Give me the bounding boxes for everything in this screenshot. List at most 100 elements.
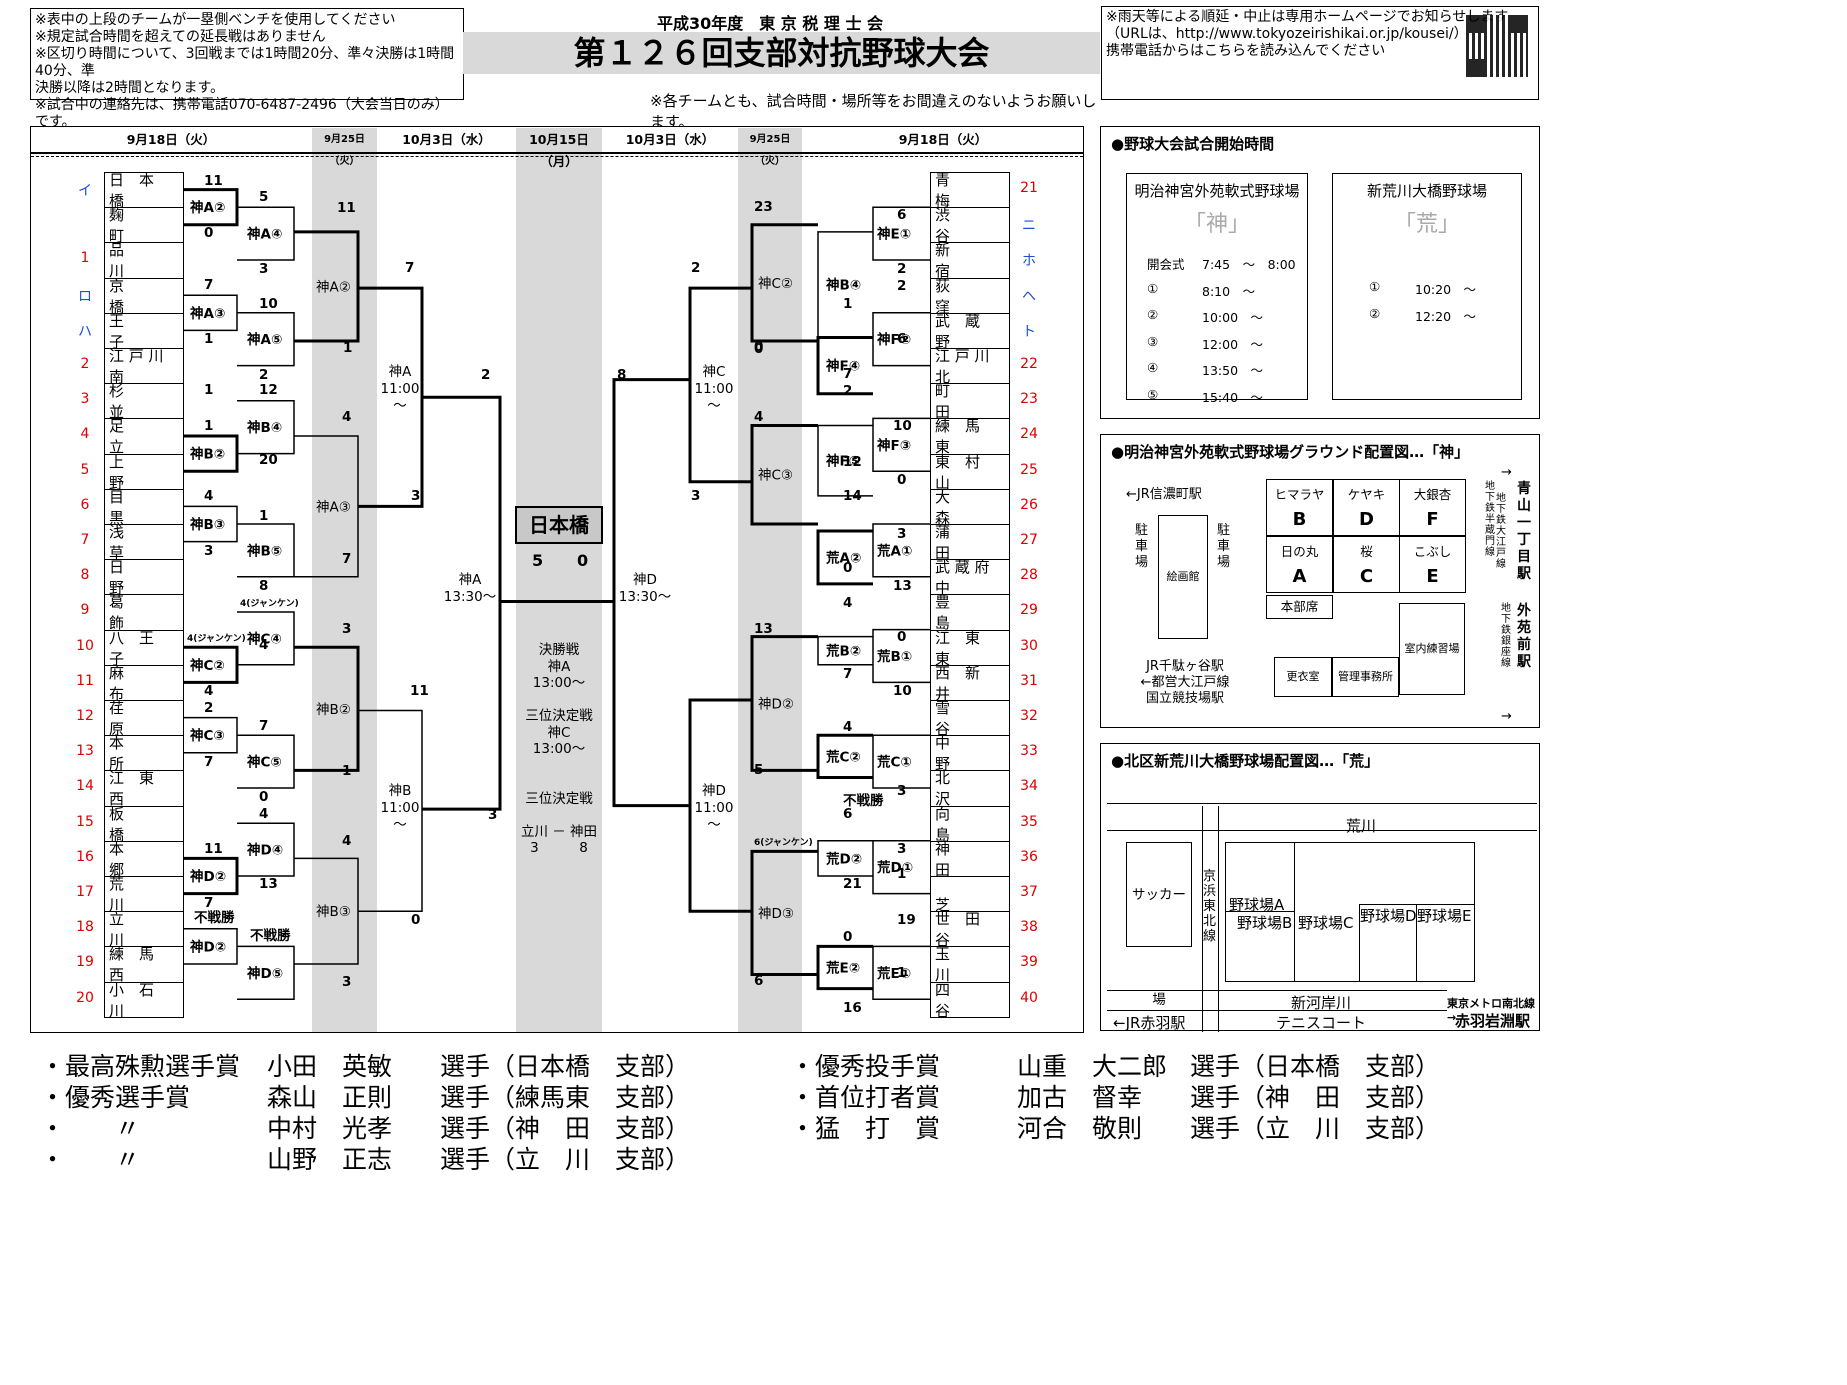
seed-number: 32 [1020, 708, 1038, 724]
game-label: 神B⑤ [247, 542, 282, 559]
road-top [1107, 803, 1537, 804]
time-slot-key: 開会式 [1147, 257, 1185, 272]
map2-title: ●北区新荒川大橋野球場配置図…「荒」 [1111, 752, 1380, 770]
time-slot-time: 15:40 ～ [1202, 389, 1264, 405]
team-cell: 渋 谷 [930, 206, 1010, 245]
field-divider-ab [1225, 911, 1295, 912]
score-label: 0 [897, 472, 906, 488]
team-cell: 京 橋 [104, 277, 184, 316]
score-label: 5 [259, 189, 268, 205]
time-slot-time: 10:00 ～ [1202, 310, 1264, 325]
game-label: 神B② [316, 702, 351, 718]
bracket-line [237, 611, 295, 666]
qf-label: ～ [707, 398, 721, 414]
field-name: ヒマラヤ [1274, 487, 1325, 502]
time-slot-key: ④ [1147, 360, 1159, 375]
date-right-r3: 10月3日（水） [625, 132, 715, 147]
band-left-r2 [312, 128, 377, 1032]
team-cell: 足 立 [104, 417, 184, 456]
score-label: 7 [843, 666, 852, 682]
time-slot-time: 13:50 ～ [1202, 363, 1264, 378]
game-label: 神B③ [316, 904, 351, 920]
team-cell: 品 川 [104, 241, 184, 280]
game-label: 神B② [190, 446, 225, 463]
map1-panel: ●明治神宮外苑軟式野球場グラウンド配置図…「神」 ←JR信濃町駅 駐車場 絵画館… [1100, 434, 1540, 728]
team-cell: 麻 布 [104, 664, 184, 703]
game-label: 神B④ [247, 419, 282, 436]
game-label: 神E① [877, 226, 911, 243]
bracket-line [872, 945, 930, 1000]
date-right-r1: 9月18日（火） [898, 132, 988, 147]
award-title: ・優秀選手賞 [40, 1083, 191, 1112]
bracket-line [750, 423, 818, 526]
score-label: 0 [754, 339, 763, 355]
field-code: B [1292, 509, 1307, 530]
rain-notes-box: ※雨天等による順延・中止は専用ホームページでお知らせします（URLは、http:… [1101, 6, 1539, 100]
title-band [463, 32, 1100, 74]
team-cell: 武 蔵 野 [930, 312, 1010, 351]
road-top2 [1107, 830, 1537, 831]
score-label: 7 [342, 551, 351, 567]
game-label: 神F⑤ [826, 453, 860, 470]
score-label: 4 [259, 637, 268, 653]
score-label: 4 [204, 683, 213, 699]
qf-label: 神B [389, 783, 412, 799]
qf-label: 11:00 [381, 381, 420, 397]
score-label: 6 [897, 207, 906, 223]
award-branch: 選手（日本橋 支部） [1190, 1052, 1441, 1081]
seed-number: 33 [1020, 743, 1038, 760]
score-label: 6 [897, 331, 906, 347]
bracket-line [237, 734, 295, 789]
map1-title: ●明治神宮外苑軟式野球場グラウンド配置図…「神」 [1111, 443, 1470, 461]
team-cell: 豊 島 [930, 593, 1010, 632]
parking-left: 駐車場 [1135, 523, 1149, 570]
venue1-name: 明治神宮外苑軟式野球場 [1134, 182, 1300, 200]
field-divider-bc [1294, 842, 1295, 982]
map2-panel: ●北区新荒川大橋野球場配置図…「荒」 荒川 サッカー場 京浜東北線 野球場A 野… [1100, 743, 1540, 1032]
bracket-line [358, 709, 423, 912]
score-label: 7 [204, 277, 213, 293]
score-label: 0 [204, 225, 213, 241]
qr-code[interactable] [1466, 15, 1528, 77]
score-label: 3 [691, 488, 700, 504]
team-cell: 練 馬 西 [104, 945, 184, 984]
final-info-line: 13:00～ [532, 675, 586, 691]
score-label: 1 [342, 763, 351, 779]
team-cell: 本 所 [104, 734, 184, 773]
score-label: 4 [204, 488, 213, 504]
final-score-left: 5 [532, 551, 544, 570]
score-label: 4(ジャンケン) [187, 633, 246, 644]
final-info-line: 13:00～ [532, 741, 586, 757]
game-label: 神D② [758, 697, 794, 713]
game-label: 神D③ [758, 906, 794, 922]
score-label: 4 [843, 719, 852, 735]
time-slot-time: 8:10 ～ [1202, 283, 1256, 299]
score-label: 不戦勝 [250, 927, 291, 944]
team-cell: 中 野 [930, 734, 1010, 773]
game-label: 荒D② [825, 850, 862, 867]
game-label: 神F③ [877, 437, 911, 454]
keihin-track [1202, 806, 1219, 1032]
indoor-practice: 室内練習場 [1399, 603, 1465, 695]
field-code: A [1292, 566, 1307, 587]
bracket-line [612, 378, 690, 808]
seed-number: 40 [1020, 989, 1038, 1006]
time-slot-time: 12:00 ～ [1202, 336, 1264, 352]
venue1-code: 「神」 [1183, 212, 1250, 237]
parking-right: 駐車場 [1217, 523, 1231, 570]
score-label: 12 [259, 382, 278, 398]
score-label: 5 [754, 762, 763, 778]
jr-akabane: ←JR赤羽駅 [1113, 1014, 1186, 1032]
final-info-line [516, 758, 602, 775]
seed-number: 20 [76, 989, 94, 1006]
score-label: 1 [897, 965, 906, 981]
score-label: 2 [843, 383, 852, 399]
time-slot-key: ① [1147, 280, 1159, 296]
seed-number: 14 [76, 778, 94, 795]
bracket-line [294, 645, 360, 772]
hanzomon-line: 地下鉄半蔵門線 [1485, 481, 1495, 558]
award-name: 山野 正志 [267, 1145, 393, 1174]
bracket-line [817, 840, 873, 877]
